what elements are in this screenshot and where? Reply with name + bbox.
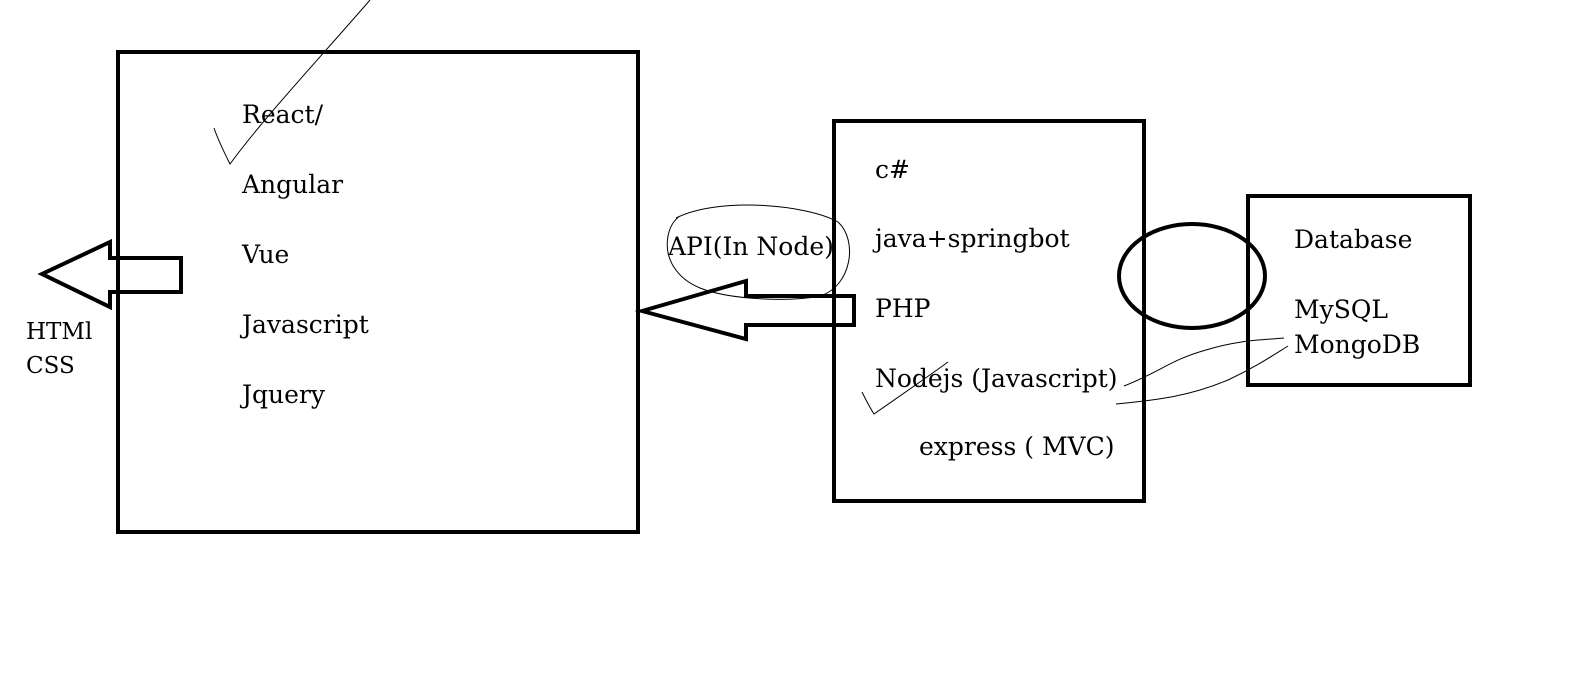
mysql-link-scribble [1123, 337, 1285, 387]
mongodb-link-scribble [1115, 345, 1289, 405]
frontend-item-javascript: Javascript [242, 310, 369, 339]
api-label: API(In Node) [668, 232, 834, 261]
react-check-mark [213, 0, 371, 165]
output-label-html: HTMl [26, 319, 93, 345]
database-title: Database [1294, 225, 1413, 254]
frontend-item-jquery: Jquery [242, 380, 325, 409]
database-item-mysql: MySQL [1294, 295, 1388, 324]
frontend-box [116, 50, 640, 534]
database-box [1246, 194, 1472, 387]
backend-subitem-express: express ( MVC) [919, 432, 1115, 461]
backend-item-php: PHP [875, 294, 931, 323]
frontend-item-vue: Vue [242, 240, 290, 269]
frontend-item-react: React/ [242, 100, 323, 129]
output-arrow [37, 238, 183, 311]
output-label-css: CSS [26, 353, 75, 379]
api-arrow [634, 278, 856, 342]
connection-ellipse [1117, 222, 1267, 330]
backend-item-java: java+springbot [875, 224, 1070, 253]
database-item-mongodb: MongoDB [1294, 330, 1421, 359]
frontend-item-angular: Angular [242, 170, 344, 199]
backend-item-nodejs: Nodejs (Javascript) [875, 364, 1118, 393]
backend-item-csharp: c# [875, 155, 910, 184]
backend-box [832, 119, 1146, 503]
nodejs-check-mark [861, 361, 949, 415]
api-circle-scribble [666, 204, 851, 300]
